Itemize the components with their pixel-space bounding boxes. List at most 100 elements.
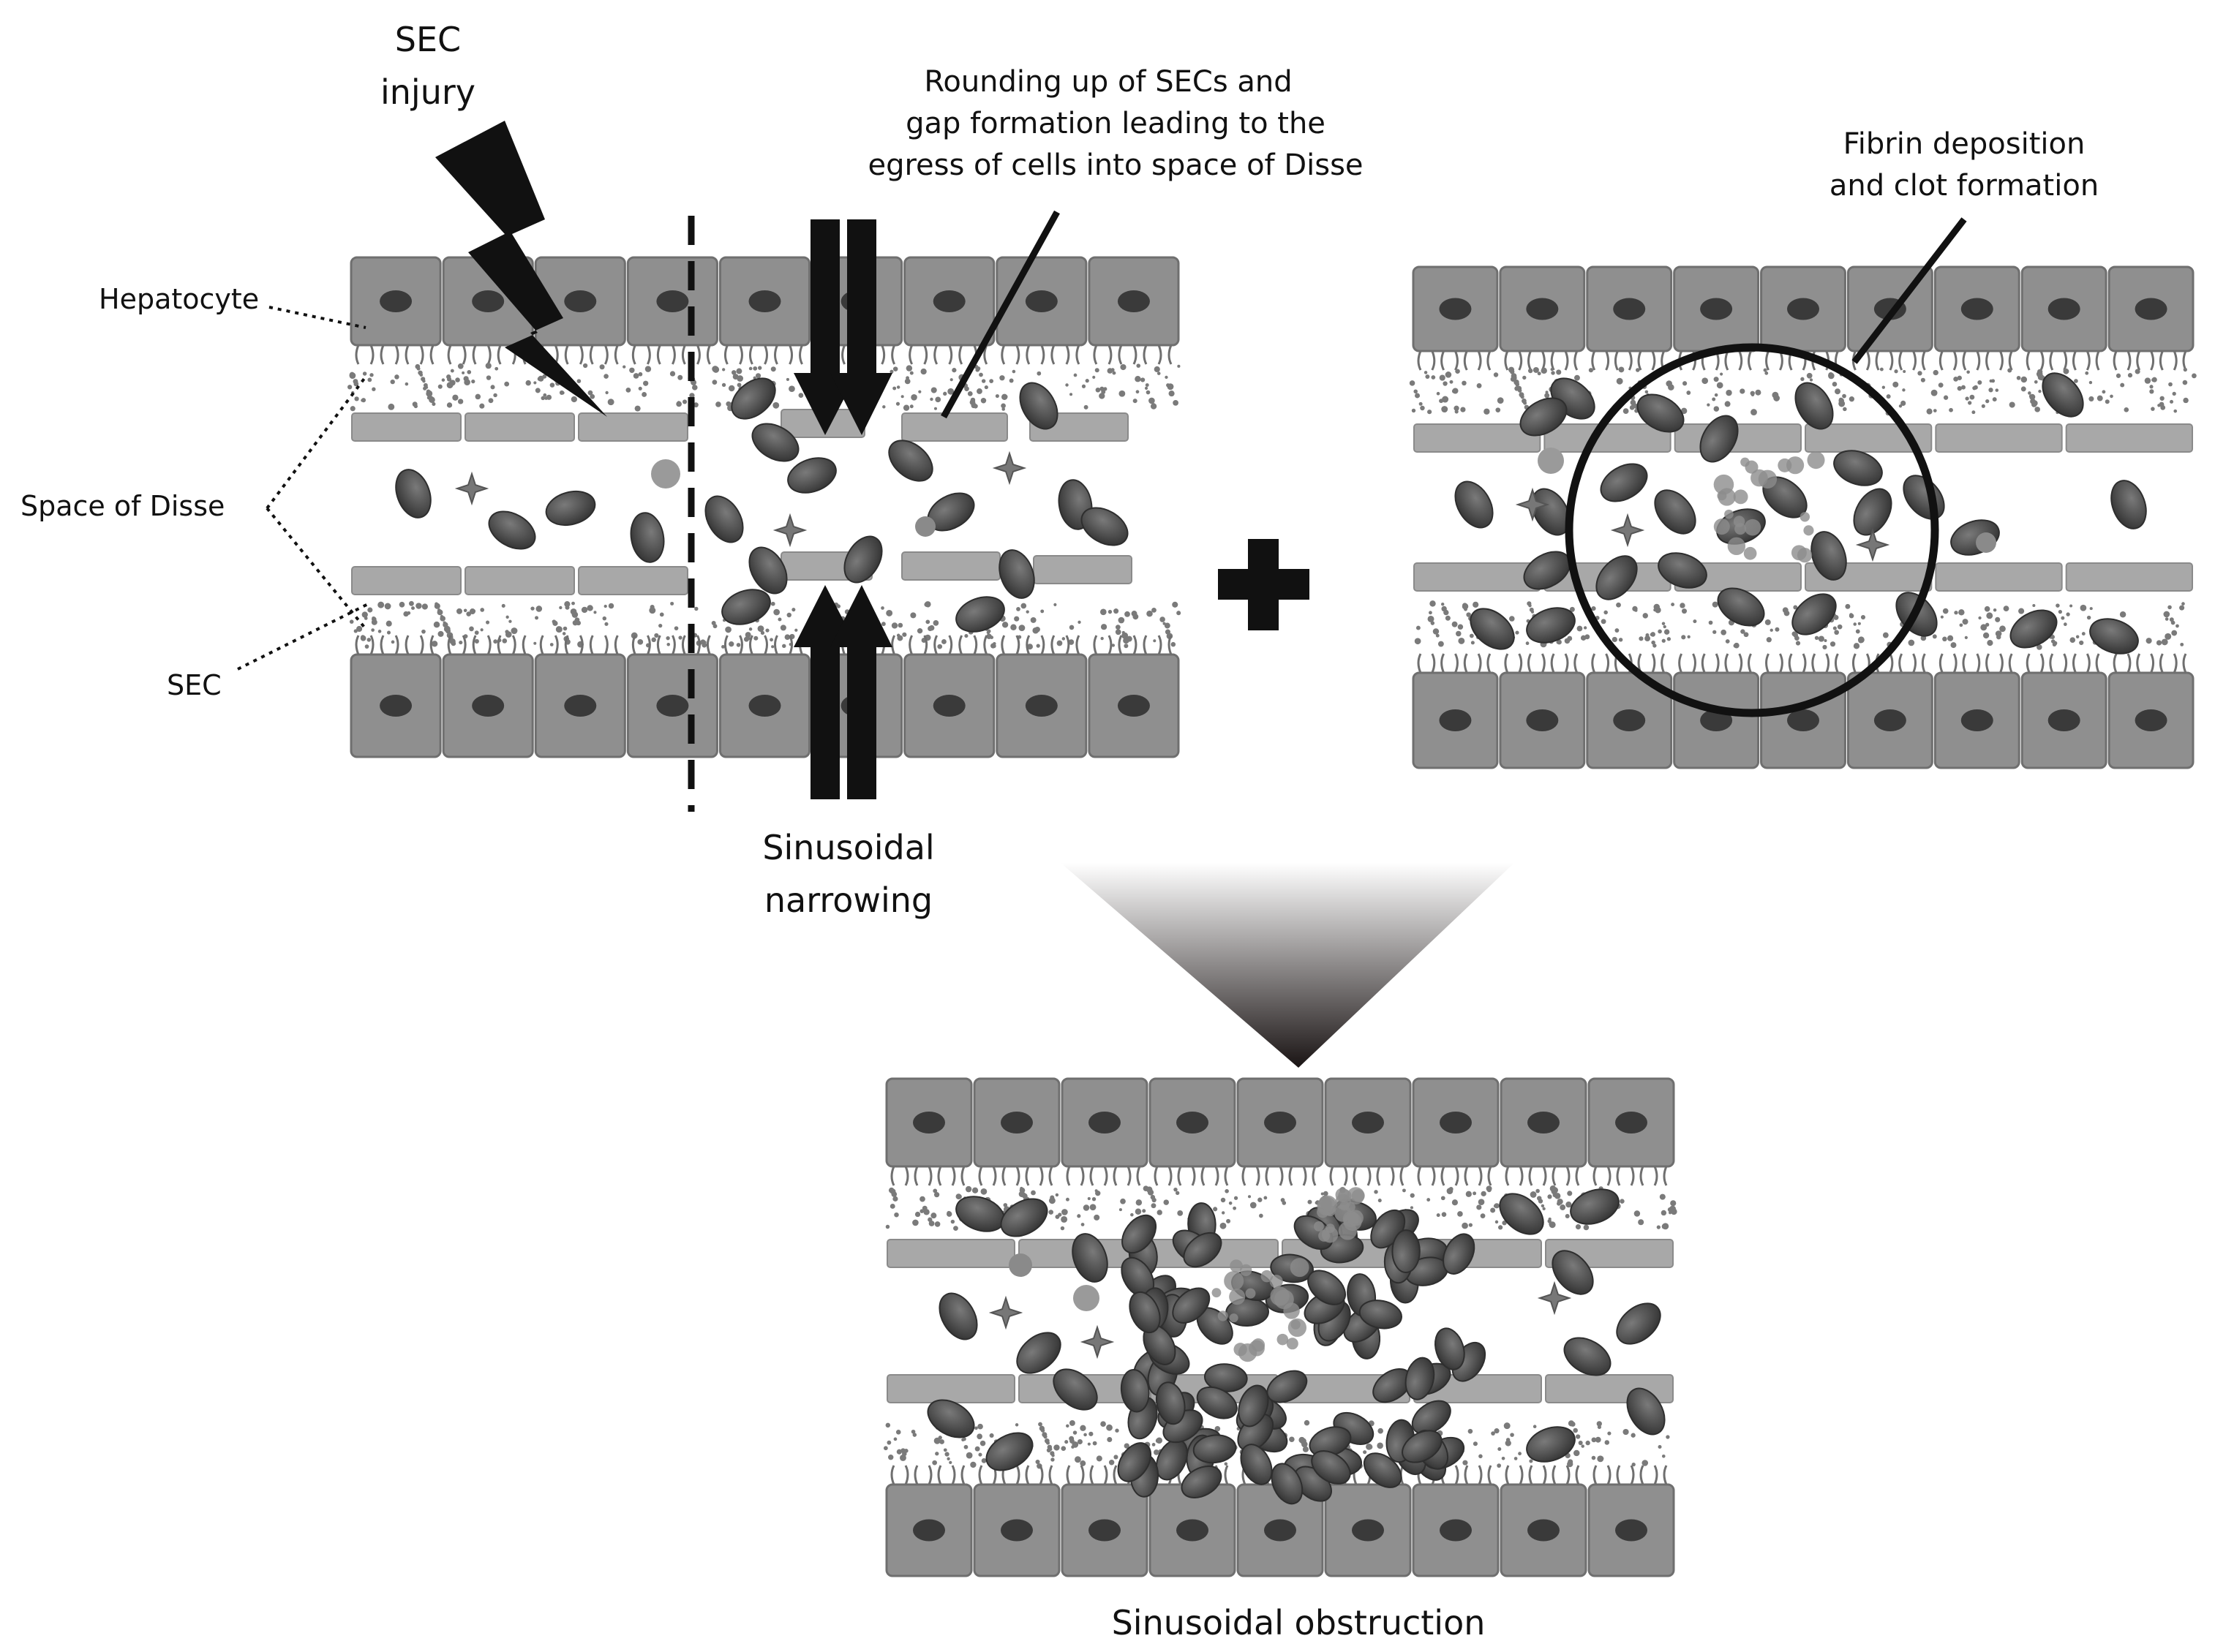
microvillus <box>1616 1465 1621 1485</box>
disse-dot <box>1950 642 1957 649</box>
microvillus <box>1724 350 1729 371</box>
disse-dot <box>1443 381 1448 386</box>
disse-dot <box>1107 368 1113 374</box>
disse-dot <box>1501 1456 1505 1460</box>
microvillus <box>1738 653 1743 674</box>
disse-dot <box>760 630 765 635</box>
disse-dot <box>1681 608 1688 614</box>
microvillus <box>983 635 988 655</box>
disse-dot <box>939 1439 944 1444</box>
sec-cell <box>578 566 688 595</box>
disse-dot <box>1124 1443 1129 1449</box>
disse-dot <box>638 386 642 391</box>
disse-dot <box>753 635 759 641</box>
disse-dot <box>1441 1212 1447 1217</box>
disse-dot <box>1726 389 1732 396</box>
disse-dot <box>944 1452 949 1457</box>
microvillus <box>2159 653 2164 674</box>
microvillus <box>1279 1166 1284 1186</box>
microvillus <box>1154 1166 1159 1186</box>
disse-dot <box>1473 1441 1478 1447</box>
disse-dot <box>1984 606 1990 612</box>
red-blood-cell <box>1120 1368 1150 1413</box>
disse-dot <box>415 603 422 609</box>
disse-dot <box>1323 1191 1328 1196</box>
sec-cell <box>1935 423 2063 453</box>
disse-dot <box>462 371 465 374</box>
disse-dot <box>1658 629 1662 634</box>
disse-dot <box>712 366 719 372</box>
disse-dot <box>2149 389 2154 394</box>
hepatocyte-nucleus <box>2135 709 2167 731</box>
disse-dot <box>974 1426 978 1430</box>
sec-cell <box>901 551 1001 581</box>
disse-dot <box>493 639 498 644</box>
disse-dot <box>1083 1204 1090 1211</box>
disse-dot <box>1597 1425 1601 1430</box>
disse-dot <box>1377 1442 1383 1449</box>
disse-dot <box>2028 391 2031 395</box>
microvillus <box>1302 1166 1307 1186</box>
disse-dot <box>1680 603 1685 608</box>
disse-dot <box>1069 625 1075 630</box>
disse-dot <box>682 399 688 404</box>
disse-dot <box>1046 1441 1050 1445</box>
microvillus <box>1118 635 1123 655</box>
disse-dot <box>692 385 698 391</box>
microvillus <box>1663 1166 1668 1186</box>
disse-dot <box>1135 390 1140 394</box>
disse-dot <box>377 601 385 608</box>
microvillus <box>1614 350 1619 371</box>
disse-dot <box>361 611 368 618</box>
microvillus <box>1118 344 1123 365</box>
disse-dot <box>745 635 750 640</box>
red-blood-cell <box>1526 1426 1576 1463</box>
disse-dot <box>1764 371 1769 375</box>
microvillus <box>1015 1166 1020 1186</box>
fibrin-blob <box>1211 1288 1222 1298</box>
disse-dot <box>947 388 955 395</box>
disse-dot <box>1413 389 1418 394</box>
disse-dot <box>798 393 804 398</box>
disse-dot <box>1014 616 1020 622</box>
disse-dot <box>912 1433 917 1437</box>
rounding-label-line3: egress of cells into space of Disse <box>868 148 1363 182</box>
disse-dot <box>1470 641 1475 645</box>
sec-injury-label-line1: SEC <box>395 20 461 59</box>
disse-dot <box>1030 616 1037 623</box>
disse-dot <box>676 401 682 407</box>
disse-dot <box>1520 394 1524 399</box>
microvillus <box>696 344 701 365</box>
disse-dot <box>565 605 570 610</box>
microvillus <box>937 1166 942 1186</box>
funnel-arrow-icon <box>1061 863 1514 1068</box>
disse-dot <box>1631 1462 1636 1467</box>
microvillus <box>1103 1465 1108 1485</box>
microvillus <box>2039 653 2045 674</box>
disse-dot <box>543 393 547 397</box>
disse-dot <box>974 1446 980 1452</box>
disse-dot <box>1466 612 1471 617</box>
disse-dot <box>638 371 643 377</box>
disse-dot <box>1083 1433 1087 1437</box>
disse-dot <box>912 1219 919 1226</box>
disse-dot <box>1080 1223 1085 1226</box>
microvillus <box>1015 344 1020 365</box>
disse-dot <box>1100 1421 1106 1427</box>
disse-dot <box>2058 609 2063 614</box>
disse-dot <box>981 1457 987 1463</box>
disse-dot <box>773 608 781 616</box>
disse-dot <box>2173 409 2178 413</box>
disse-dot <box>1585 1440 1590 1446</box>
microvillus <box>1265 1166 1270 1186</box>
disse-dot <box>953 1226 958 1232</box>
disse-dot <box>1859 638 1864 643</box>
disse-dot <box>1429 611 1432 615</box>
disse-dot <box>1018 625 1026 632</box>
disse-dot <box>1177 1210 1184 1216</box>
red-blood-cell <box>1791 593 1837 635</box>
microvillus <box>1157 635 1162 655</box>
microvillus <box>1921 350 1926 371</box>
microvillus <box>706 635 711 655</box>
disse-dot <box>1120 363 1127 371</box>
